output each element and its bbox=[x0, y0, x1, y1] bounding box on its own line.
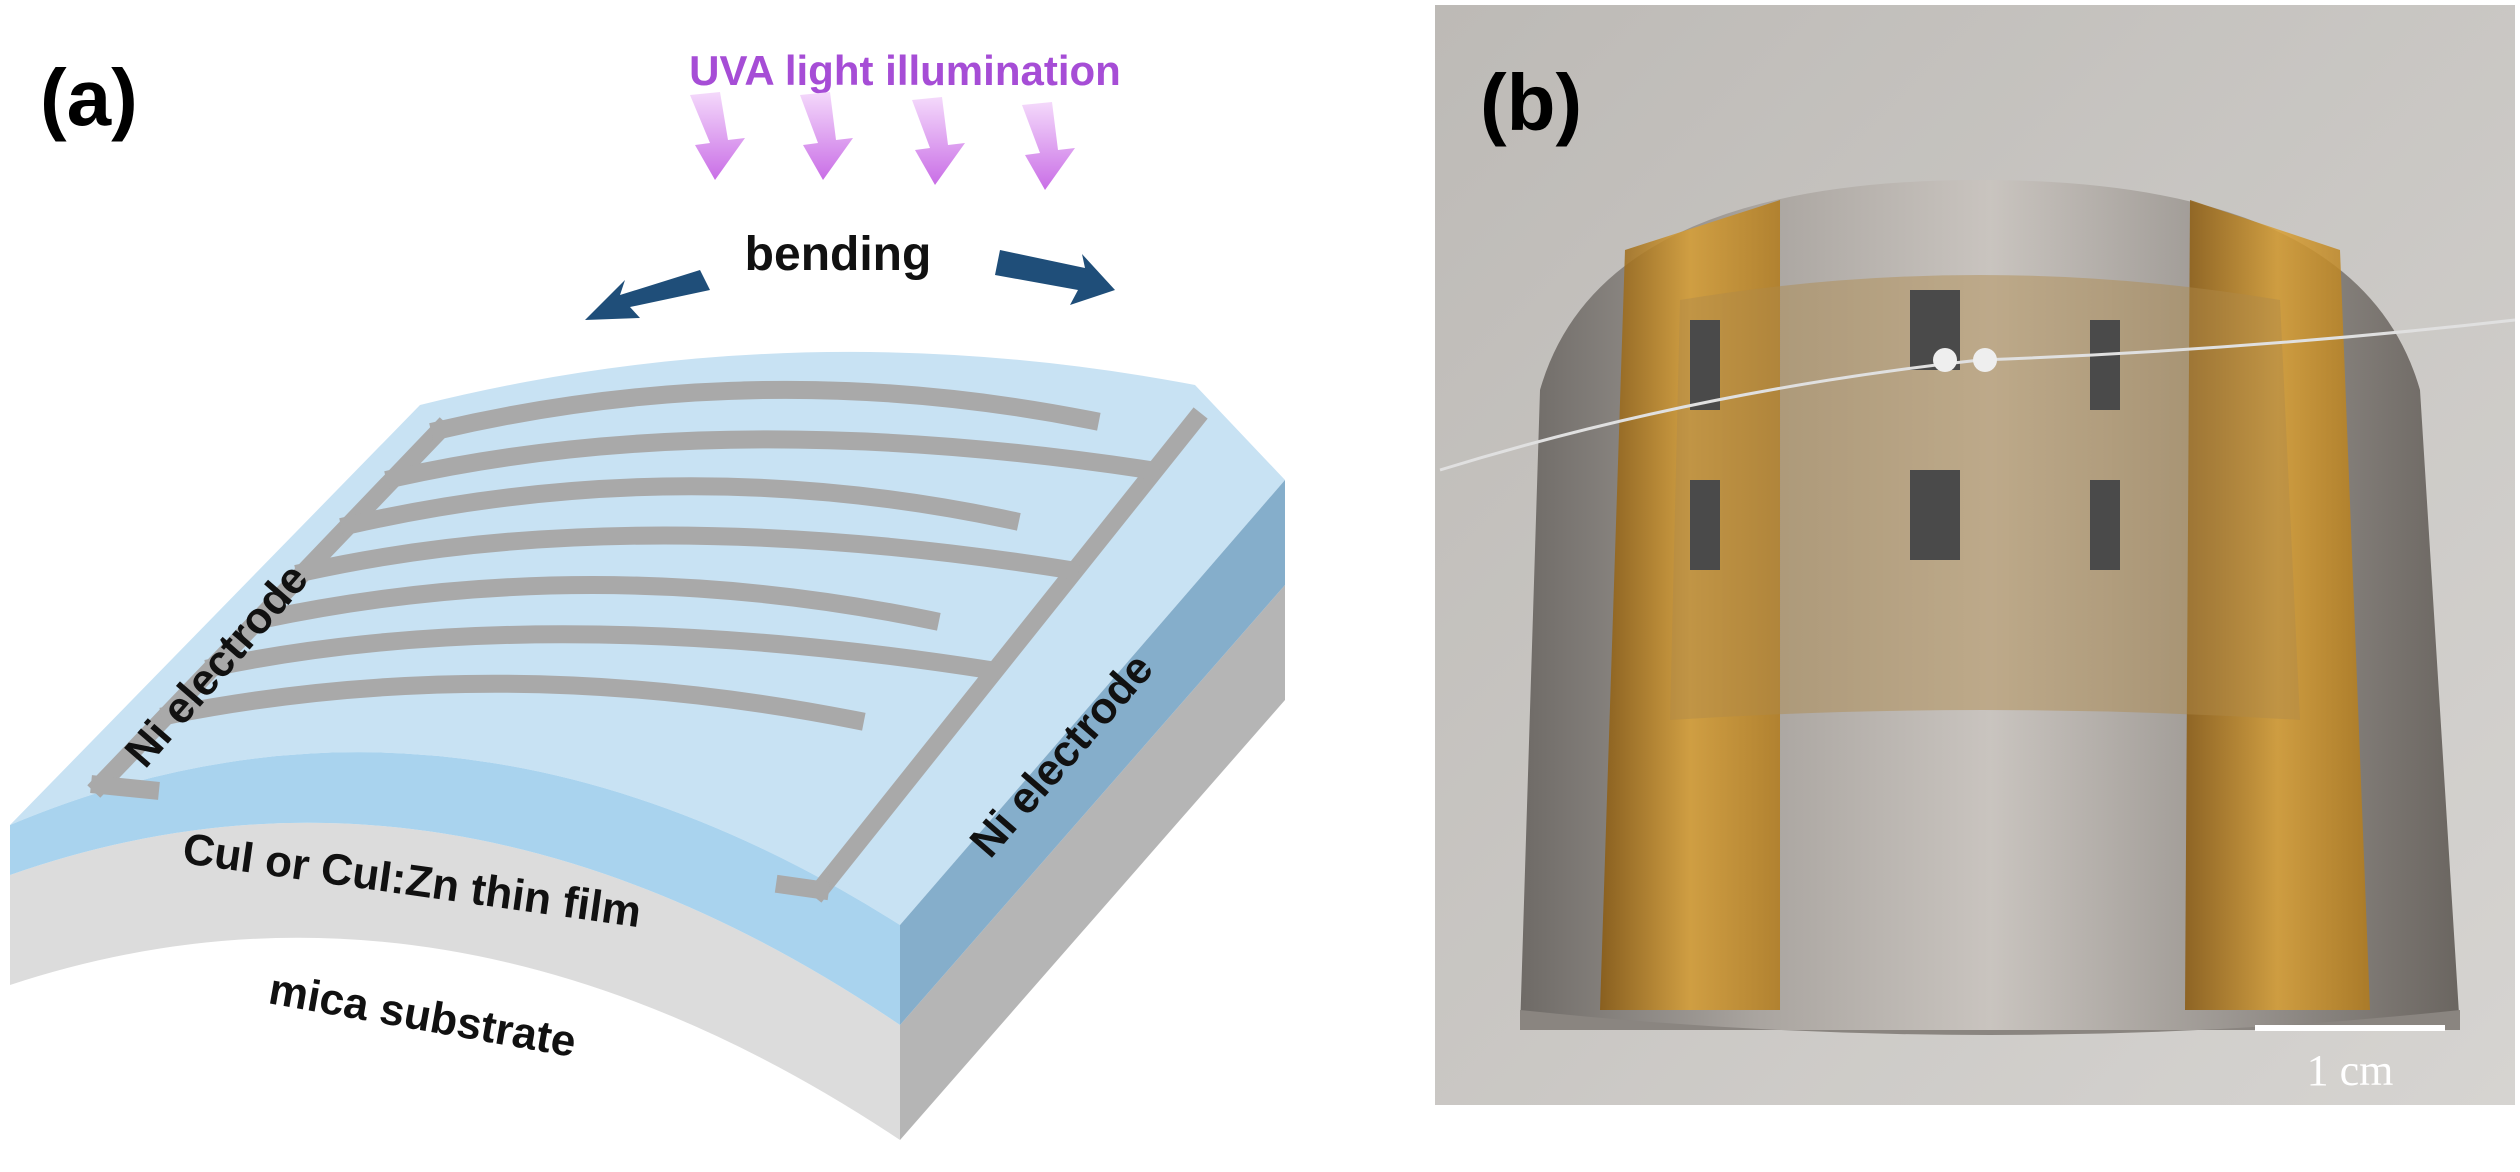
sensor-pad bbox=[2090, 320, 2120, 410]
mica-substrate-front bbox=[10, 822, 900, 1140]
metal-block-front bbox=[1520, 1010, 2460, 1035]
bending-label: bending bbox=[745, 228, 932, 281]
scale-bar bbox=[2255, 1025, 2445, 1031]
electrode-left-bus bbox=[87, 417, 453, 798]
sensor-pad bbox=[1690, 480, 1720, 570]
uva-arrow-icon bbox=[800, 92, 853, 180]
scale-bar-label: 1 cm bbox=[2307, 1046, 2394, 1095]
electrode-right-bus bbox=[807, 407, 1208, 903]
contact-point bbox=[1933, 348, 1957, 372]
electrode-finger bbox=[429, 380, 1101, 441]
electrode-finger bbox=[774, 874, 831, 901]
kapton-tape-left bbox=[1600, 200, 1780, 1010]
mica-substrate-label: mica substrate bbox=[265, 965, 579, 1067]
electrode-finger bbox=[159, 674, 866, 731]
panel-b-label: (b) bbox=[1480, 58, 1582, 147]
mica-substrate-side bbox=[900, 585, 1285, 1140]
bending-arrow-right-icon bbox=[995, 250, 1115, 305]
thin-film-side bbox=[900, 480, 1285, 1025]
electrode-finger bbox=[339, 477, 1021, 536]
bending-arrow-left-icon bbox=[585, 270, 710, 320]
uva-arrow-icon bbox=[912, 97, 965, 185]
sensor-pad bbox=[1690, 320, 1720, 410]
panel-b-photo: (b) 1 cm bbox=[1435, 5, 2516, 1105]
electrode-finger bbox=[294, 526, 1081, 583]
electrode-finger bbox=[384, 430, 1161, 489]
ni-electrodes bbox=[87, 380, 1208, 903]
electrode-finger bbox=[90, 775, 160, 800]
sensor-pad bbox=[1910, 470, 1960, 560]
electrode-finger bbox=[249, 576, 941, 631]
panel-a: (a) UVA light illumination bending bbox=[10, 47, 1285, 1140]
sensor-devices bbox=[1690, 290, 2120, 570]
electrode-finger bbox=[204, 625, 1001, 681]
thin-film-front bbox=[10, 752, 900, 1025]
sensor-pad bbox=[2090, 480, 2120, 570]
panel-a-label: (a) bbox=[40, 53, 138, 142]
contact-point bbox=[1973, 348, 1997, 372]
kapton-film-center bbox=[1670, 275, 2300, 720]
uva-arrows bbox=[690, 92, 1075, 190]
uva-arrow-icon bbox=[690, 92, 745, 180]
uva-arrow-icon bbox=[1022, 102, 1075, 190]
kapton-tape-right bbox=[2185, 200, 2370, 1010]
uva-light-label: UVA light illumination bbox=[689, 47, 1121, 94]
